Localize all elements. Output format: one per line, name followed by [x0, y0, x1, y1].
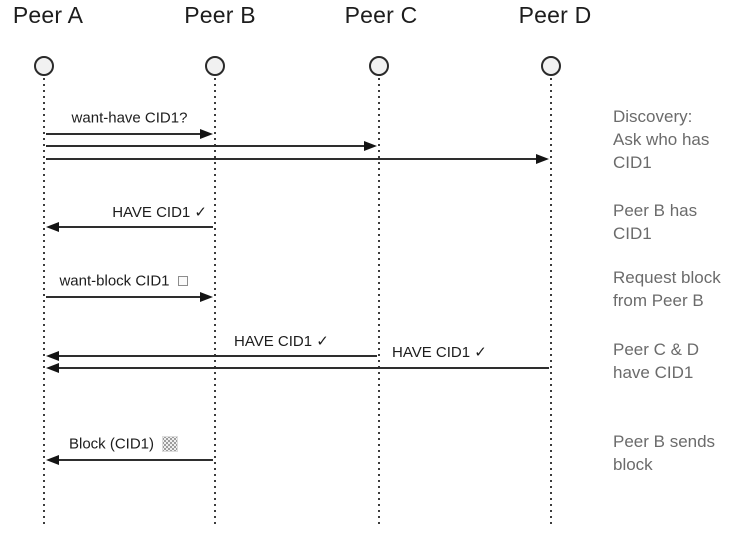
annotation-line: Peer B sends [613, 432, 716, 451]
message-text: HAVE CID1 ✓ [234, 333, 329, 351]
peer-b-head-circle [205, 56, 225, 76]
message-arrow-have-d-to-a [46, 363, 549, 373]
message-arrow-discovery-a-to-d [46, 154, 549, 164]
message-arrow-have-c-to-a [46, 351, 377, 361]
annotation-line: Ask who has [613, 130, 710, 149]
message-label-want-have: want-have CID1? [46, 109, 213, 127]
peer-label-b: Peer B [184, 2, 256, 28]
message-text: HAVE CID1 ✓ [112, 204, 207, 222]
message-arrow-want-have-a-to-b [46, 129, 213, 139]
peer-d-head-circle [541, 56, 561, 76]
annotation-line: CID1 [613, 224, 652, 243]
annotation-request-block: Request block from Peer B [613, 266, 740, 312]
message-arrow-block-b-to-a [46, 455, 213, 465]
empty-block-icon [177, 276, 188, 287]
annotation-peer-cd-have: Peer C & D have CID1 [613, 338, 740, 384]
annotation-peer-b-has: Peer B has CID1 [613, 199, 740, 245]
block-data-icon [162, 436, 178, 453]
message-arrow-discovery-a-to-c [46, 141, 377, 151]
message-arrow-have-b-to-a [46, 222, 213, 232]
annotation-line: from Peer B [613, 291, 704, 310]
annotation-line: have CID1 [613, 363, 694, 382]
message-label-have-b: HAVE CID1 ✓ [44, 203, 207, 221]
message-label-block: Block (CID1) [40, 435, 207, 453]
peer-a-head-circle [34, 56, 54, 76]
message-label-have-c: HAVE CID1 ✓ [234, 332, 329, 350]
message-text: HAVE CID1 ✓ [392, 344, 487, 362]
annotation-line: Peer C & D [613, 340, 699, 359]
peer-c-lifeline [378, 78, 380, 527]
peer-label-c: Peer C [344, 2, 418, 28]
peer-c-head-circle [369, 56, 389, 76]
peer-d-lifeline [550, 78, 552, 527]
peer-a-lifeline [43, 78, 45, 527]
peer-b-lifeline [214, 78, 216, 527]
annotation-line: CID1 [613, 153, 652, 172]
annotation-peer-b-sends: Peer B sends block [613, 430, 740, 476]
message-text: Block (CID1) [68, 435, 154, 453]
annotation-line: Discovery: [613, 107, 693, 126]
peer-label-d: Peer D [518, 2, 592, 28]
message-label-have-d: HAVE CID1 ✓ [392, 343, 487, 361]
message-text: want-have CID1? [71, 109, 188, 127]
annotation-line: Request block [613, 268, 721, 287]
peer-label-a: Peer A [12, 2, 84, 28]
annotation-line: Peer B has [613, 201, 698, 220]
annotation-line: block [613, 455, 653, 474]
message-text: want-block CID1 [59, 272, 170, 290]
annotation-discovery: Discovery: Ask who has CID1 [613, 105, 740, 174]
message-label-want-block: want-block CID1 [40, 272, 207, 290]
message-arrow-want-block-a-to-b [46, 292, 213, 302]
